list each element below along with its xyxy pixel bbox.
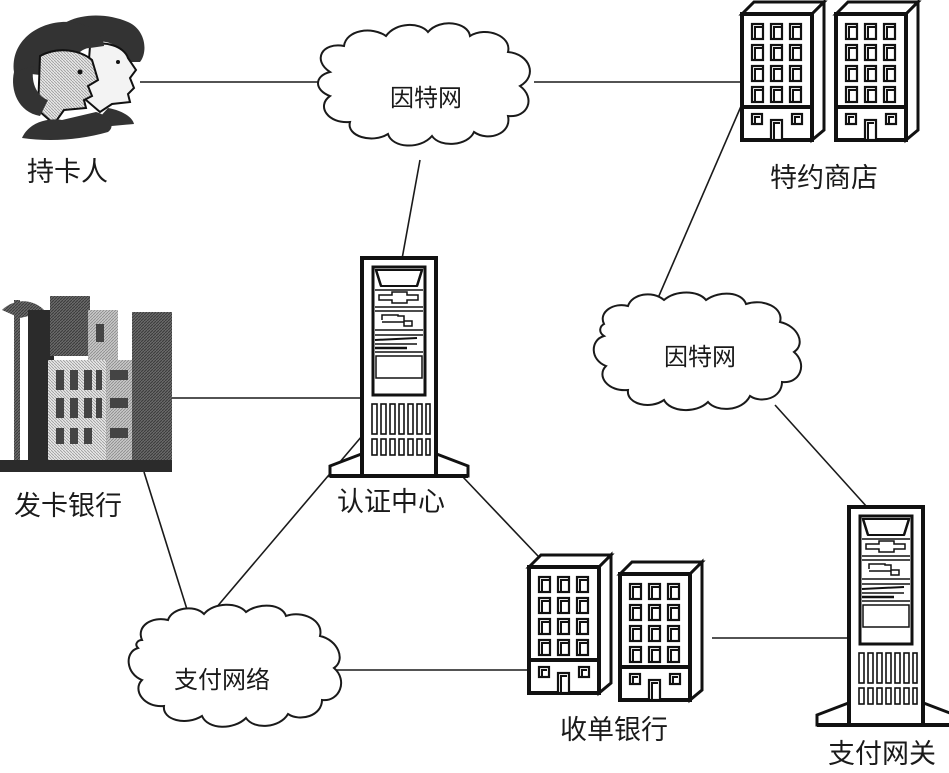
node-label-merchant: 特约商店 — [770, 163, 878, 194]
node-label-ca: 认证中心 — [337, 487, 445, 518]
cloud-internet-right — [592, 291, 803, 411]
edges — [140, 81, 868, 671]
cloud-label-payment-network: 支付网络 — [174, 666, 270, 694]
edge-internet-gateway — [774, 404, 868, 508]
node-label-issuing-bank: 发卡银行 — [14, 491, 122, 522]
edge-issuer-paynet — [143, 471, 191, 620]
office-buildings-icon — [740, 0, 920, 142]
city-buildings-icon — [0, 296, 172, 472]
cloud-label-internet-top: 因特网 — [390, 84, 462, 112]
office-buildings-icon — [527, 553, 704, 702]
people-icon — [13, 15, 145, 140]
cloud-payment-network — [127, 603, 343, 728]
node-label-payment-gateway: 支付网关 — [828, 739, 936, 770]
edge-internet-ca — [401, 159, 421, 260]
server-tower-icon — [815, 505, 949, 727]
cloud-label-internet-right: 因特网 — [664, 343, 736, 371]
cloud-internet-top — [317, 22, 531, 147]
server-tower-icon — [328, 256, 470, 478]
edge-ca-acquirer — [461, 475, 539, 557]
node-label-cardholder: 持卡人 — [27, 157, 108, 188]
node-label-acquiring-bank: 收单银行 — [560, 715, 668, 746]
edge-merchant-internet — [654, 103, 743, 306]
